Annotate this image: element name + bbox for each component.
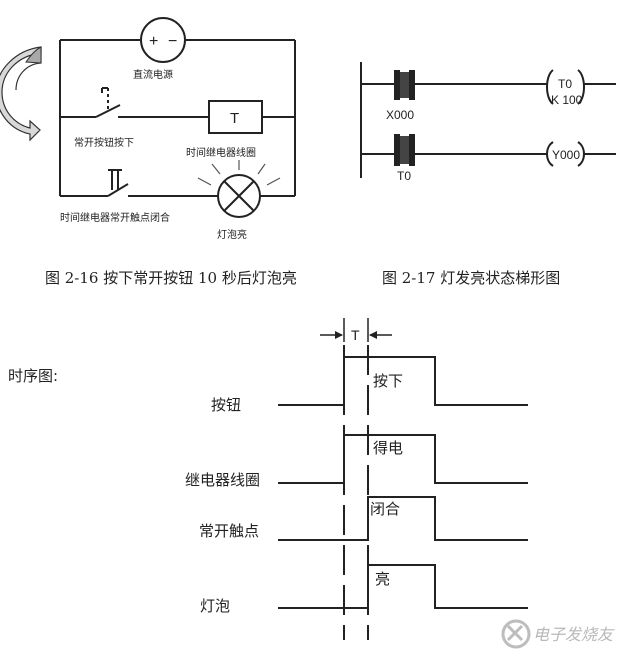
dc-power-label: 直流电源	[133, 68, 173, 81]
signal-high-label-contact: 闭合	[370, 500, 400, 518]
delay-arrow-left-icon	[335, 331, 343, 339]
timer-contact-label: T0	[397, 169, 411, 183]
watermark-logo-icon	[501, 619, 531, 649]
delay-label: T	[351, 327, 360, 343]
delay-arrow-right-icon	[369, 331, 377, 339]
caption-fig-2-16: 图 2-16 按下常开按钮 10 秒后灯泡亮	[45, 269, 297, 287]
signal-high-label-lamp: 亮	[375, 570, 390, 588]
relay-coil-symbol: T	[230, 110, 239, 127]
timer-setting-label: K 100	[551, 93, 583, 107]
timer-coil-label: T0	[558, 77, 572, 91]
time-reference-lines	[343, 345, 369, 640]
signal-wave-contact	[278, 496, 528, 541]
relay-contact-label: 时间继电器常开触点闭合	[60, 211, 170, 224]
signal-high-label-relay-coil: 得电	[373, 439, 403, 457]
relay-coil-box	[208, 100, 263, 134]
signal-name-relay-coil: 继电器线圈	[185, 471, 260, 489]
input-contact-x000-icon	[394, 70, 415, 100]
signal-name-lamp: 灯泡	[200, 597, 230, 615]
relay-contact-icon	[107, 169, 129, 197]
relay-coil-label: 时间继电器线圈	[186, 146, 256, 159]
power-plus-sign: +	[149, 33, 158, 50]
ladder-diagram	[360, 62, 616, 178]
signal-high-label-button: 按下	[373, 372, 403, 390]
push-button-icon	[95, 87, 121, 118]
watermark-text: 电子发烧友	[533, 625, 615, 644]
lamp-icon	[217, 174, 261, 218]
lamp-label: 灯泡亮	[217, 228, 247, 241]
circuit-diagram	[59, 39, 296, 197]
input-contact-label: X000	[386, 108, 414, 122]
caption-fig-2-17: 图 2-17 灯发亮状态梯形图	[382, 269, 560, 287]
output-coil-icon	[546, 141, 585, 167]
signal-wave-lamp	[278, 564, 528, 609]
signal-name-button: 按钮	[211, 396, 241, 414]
timing-title: 时序图:	[8, 367, 58, 385]
dc-power-icon	[140, 17, 186, 63]
output-coil-label: Y000	[552, 148, 580, 162]
timer-coil-icon	[546, 69, 585, 105]
button-label: 常开按钮按下	[74, 136, 134, 149]
signal-name-contact: 常开触点	[199, 522, 259, 540]
power-minus-sign: −	[168, 33, 177, 50]
lamp-rays-icon	[197, 160, 281, 186]
signal-wave-relay-coil	[278, 434, 528, 484]
signal-wave-button	[278, 356, 528, 406]
rotate-arrow-icon	[0, 46, 42, 142]
timer-contact-t0-icon	[394, 134, 415, 166]
